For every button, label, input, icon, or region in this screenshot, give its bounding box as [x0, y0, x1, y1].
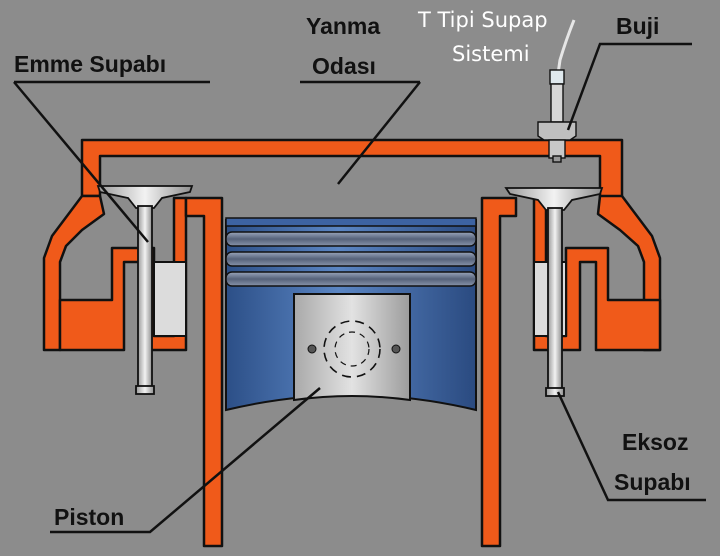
title-line1: T Tipi Supap	[417, 8, 548, 32]
intake-port-insert	[153, 261, 187, 337]
title-line2: Sistemi	[452, 42, 530, 66]
engine-block	[42, 138, 662, 548]
piston-ring-1	[225, 231, 477, 247]
spark-plug-tip	[552, 155, 562, 163]
spark-plug	[537, 19, 577, 163]
exhaust-valve-tip	[545, 387, 565, 397]
left-cylinder-wall	[184, 196, 224, 548]
intake-valve-tip	[135, 385, 155, 395]
piston-label: Piston	[54, 504, 124, 530]
spark-plug-label: Buji	[616, 13, 659, 39]
piston-pin-circle	[323, 320, 381, 378]
spark-plug-cap	[549, 69, 565, 85]
combustion-leader	[337, 81, 421, 185]
spark-plug-insulator	[550, 83, 564, 123]
exhaust-valve-stem	[547, 207, 563, 395]
combustion-chamber-label-line1: Yanma	[306, 13, 380, 39]
exhaust-valve-leader	[556, 391, 706, 502]
piston	[225, 217, 477, 412]
exhaust-valve-label-line1: Eksoz	[622, 429, 688, 455]
intake-valve	[96, 185, 194, 395]
pin-hole-right	[391, 344, 401, 354]
exhaust-valve-label-line2: Supabı	[614, 469, 691, 495]
leader-lines	[13, 42, 706, 534]
piston-leader	[50, 387, 321, 534]
pin-hole-left	[307, 344, 317, 354]
spark-plug-leader	[566, 42, 692, 131]
spark-plug-lead	[556, 19, 576, 75]
piston-ring-top	[225, 217, 477, 227]
piston-ring-2	[225, 251, 477, 267]
piston-pin-inner	[334, 331, 370, 367]
exhaust-valve	[504, 187, 604, 397]
right-cylinder-wall	[480, 196, 518, 548]
exhaust-valve-head	[504, 187, 604, 211]
piston-ring-3	[225, 271, 477, 287]
spark-plug-hex	[537, 121, 577, 141]
combustion-chamber-label-line2: Odası	[312, 53, 376, 79]
intake-valve-label: Emme Supabı	[14, 51, 166, 77]
intake-valve-leader	[13, 81, 149, 243]
piston-pin-boss	[293, 293, 411, 402]
